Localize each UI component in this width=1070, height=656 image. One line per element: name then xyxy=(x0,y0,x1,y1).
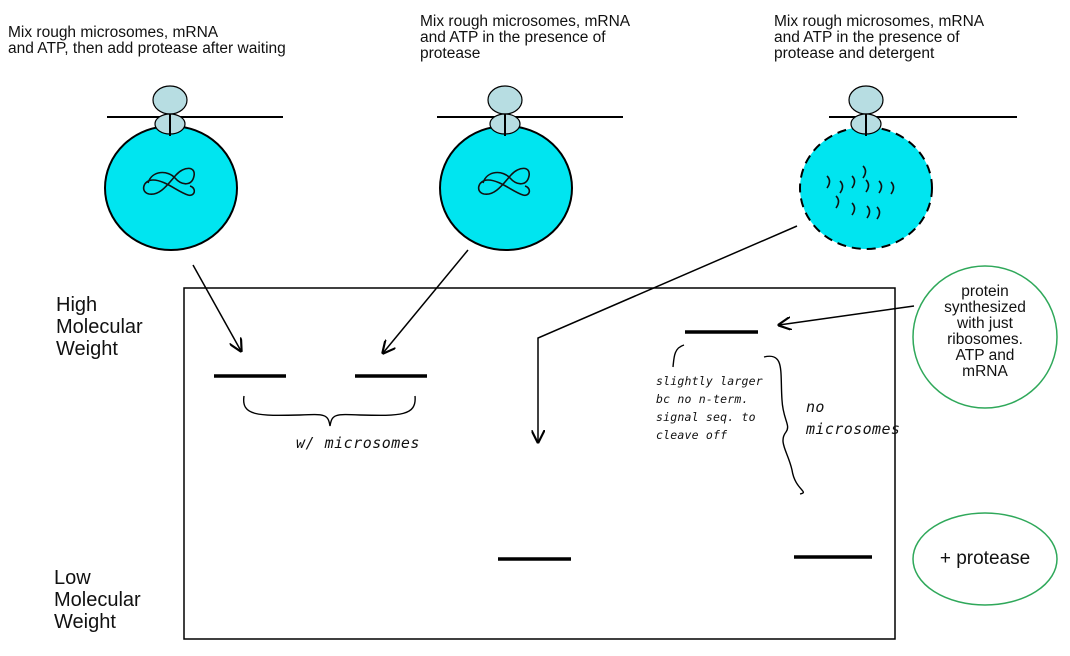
arrow-vesicle-3-to-lane xyxy=(538,225,798,442)
axis-label-high-molecular-weight: High Molecular Weight xyxy=(56,294,143,360)
handwritten-brace xyxy=(763,355,805,495)
annotation-with-microsomes: w/ microsomes xyxy=(296,434,420,452)
annotation-slightly-larger: slightly larger bc no n-term. signal seq… xyxy=(656,374,763,442)
vesicle-3-disrupted xyxy=(799,126,933,250)
caption-experiment-2: Mix rough microsomes, mRNA and ATP in th… xyxy=(420,13,631,62)
protein-fragments xyxy=(826,165,895,220)
circle-plus-protease xyxy=(912,512,1058,606)
arrow-circle-to-band xyxy=(779,305,915,325)
vesicle-1-group xyxy=(104,85,283,251)
folded-protein-squiggle xyxy=(142,167,196,197)
circled-text-ribosomes-only: protein synthesized with just ribosomes.… xyxy=(944,283,1026,380)
axis-label-low-molecular-weight: Low Molecular Weight xyxy=(54,567,141,633)
vesicle-2-group xyxy=(437,85,623,251)
folded-protein-squiggle xyxy=(477,167,531,197)
vesicle-3-group xyxy=(799,85,1017,250)
handwritten-paren xyxy=(672,344,685,368)
annotation-no-microsomes: no microsomes xyxy=(806,398,901,438)
curly-brace-with-microsomes xyxy=(243,395,416,427)
gel-box xyxy=(183,287,896,640)
ribosome-large-subunit xyxy=(487,85,523,115)
vesicle-1 xyxy=(104,125,238,251)
arrow-vesicle-2-to-band xyxy=(383,249,469,353)
caption-experiment-1: Mix rough microsomes, mRNA and ATP, then… xyxy=(8,24,286,57)
arrow-vesicle-1-to-band xyxy=(192,264,241,351)
ribosome-large-subunit xyxy=(848,85,884,115)
circled-text-plus-protease: + protease xyxy=(939,548,1031,569)
ribosome-large-subunit xyxy=(152,85,188,115)
circle-ribosomes-only xyxy=(912,265,1058,409)
vesicle-2 xyxy=(439,125,573,251)
caption-experiment-3: Mix rough microsomes, mRNA and ATP in th… xyxy=(774,13,985,62)
